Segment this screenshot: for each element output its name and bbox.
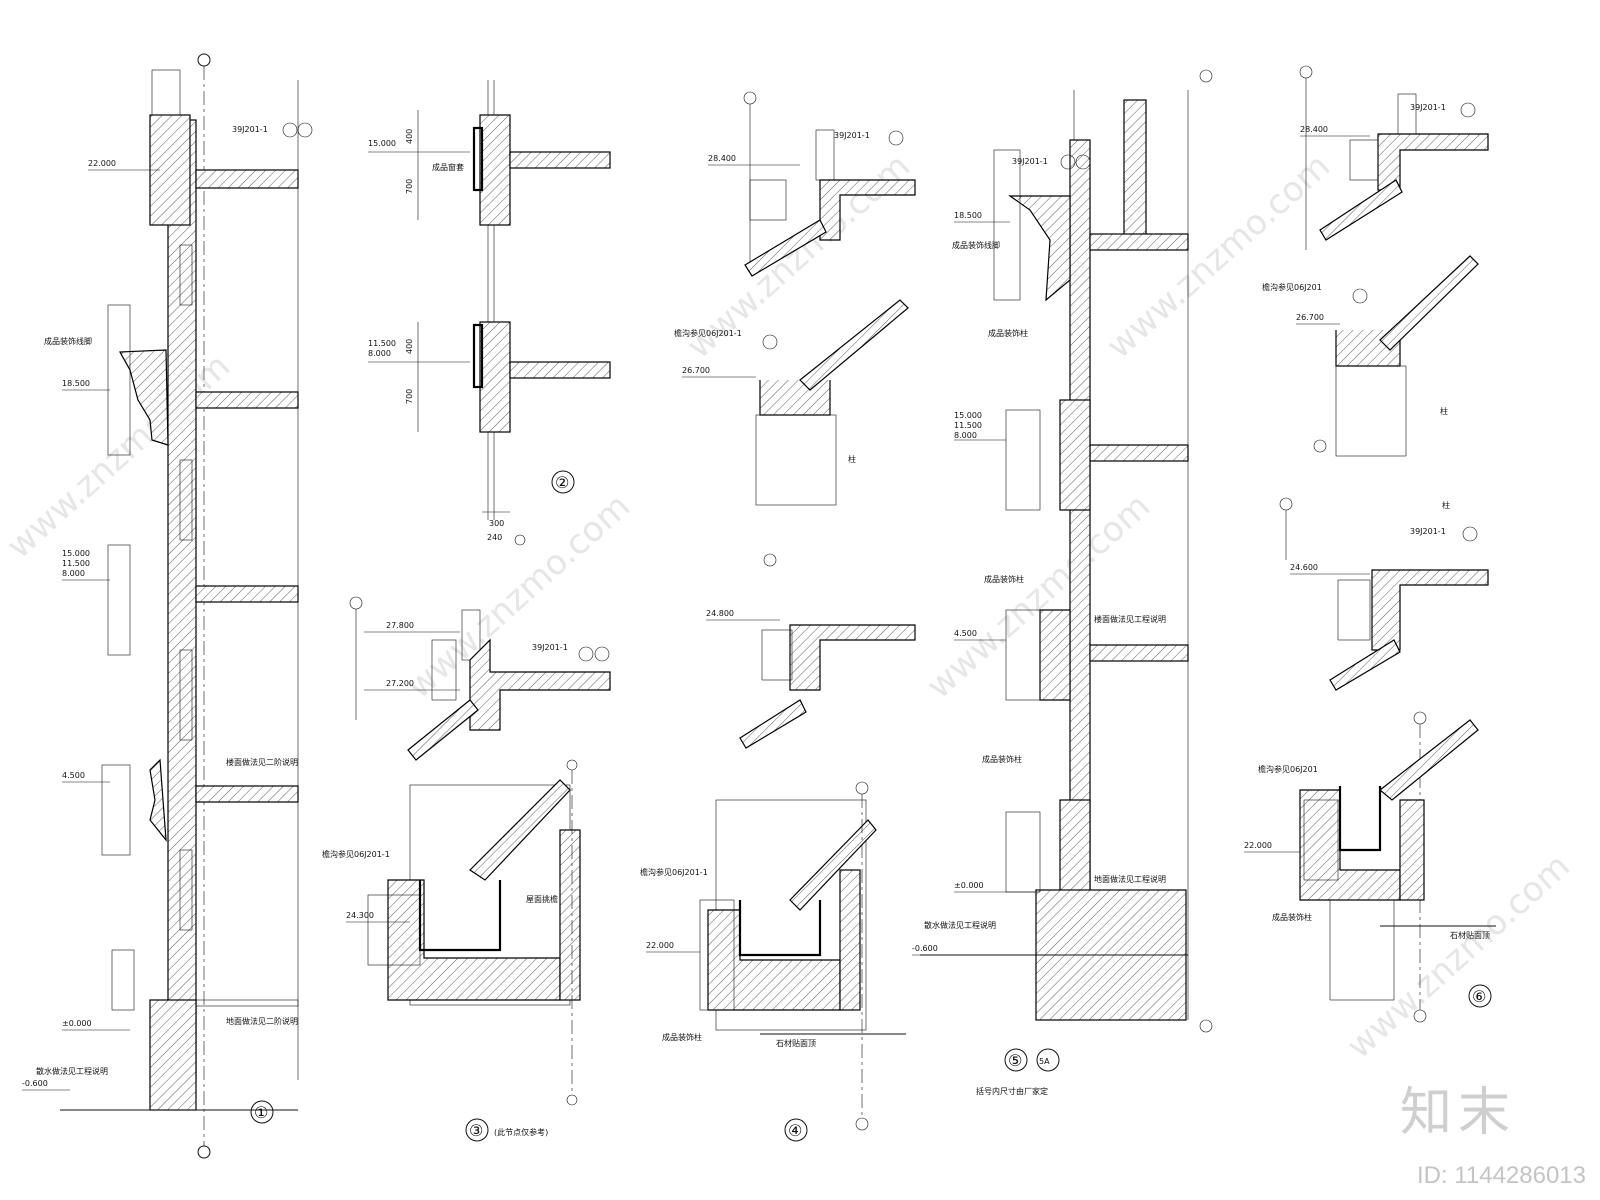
elevation-label: 24.800 — [706, 609, 734, 618]
note-column: 成品装饰柱 — [982, 754, 1022, 764]
detail-6: 28.400 39J201-1 26.700 檐沟参见06J201 柱 24.6… — [1244, 65, 1496, 1023]
detail-5: 18.500 15.000 11.500 8.000 4.500 ±0.000 … — [912, 69, 1213, 1096]
note-stone: 石材贴面顶 — [1450, 930, 1490, 940]
svg-text:www.znzmo.com: www.znzmo.com — [919, 486, 1158, 707]
note-floor: 楼面做法见二阶说明 — [226, 757, 298, 767]
note-column: 成品装饰柱 — [984, 574, 1024, 584]
elevation-label: 26.700 — [1296, 313, 1324, 322]
elevation-label: 26.700 — [682, 366, 710, 375]
elevation-label: 11.500 — [954, 421, 982, 430]
note-moulding: 成品装饰线脚 — [44, 336, 92, 346]
note-column-deco: 成品装饰柱 — [662, 1032, 702, 1042]
elevation-label: 4.500 — [62, 771, 85, 780]
note-stone: 石材贴面顶 — [776, 1038, 816, 1048]
detail-4: 28.400 39J201-1 26.700 檐沟参见06J201-1 柱 24… — [640, 91, 916, 1142]
ref-code: 39J201-1 — [232, 125, 268, 134]
note-gutter: 檐沟参见06J201-1 — [674, 328, 742, 338]
watermark-layer: www.znzmo.com www.znzmo.com www.znzmo.co… — [0, 146, 1578, 1067]
detail-marker-4: ④ — [788, 1121, 802, 1140]
note-reference-only: (此节点仅参考) — [494, 1127, 548, 1137]
note-gutter: 檐沟参见06J201 — [1262, 282, 1322, 292]
elevation-label: 11.500 — [62, 559, 90, 568]
note-ground: 地面做法见二阶说明 — [226, 1016, 298, 1026]
detail-marker-6: ⑥ — [1472, 987, 1486, 1006]
note-floor: 楼面做法见工程说明 — [1094, 614, 1166, 624]
detail-marker-1: ① — [254, 1103, 268, 1122]
elevation-label: 22.000 — [646, 941, 674, 950]
detail-marker-3: ③ — [469, 1121, 483, 1140]
elevation-label: 27.800 — [386, 621, 414, 630]
note-eave: 屋面挑檐 — [526, 894, 558, 904]
detail-3: 27.800 27.200 39J201-1 24.300 檐沟参见06J201… — [322, 596, 611, 1142]
note-moulding: 成品装饰线脚 — [952, 240, 1000, 250]
elevation-label: 8.000 — [368, 349, 391, 358]
note-column-deco: 成品装饰柱 — [1272, 912, 1312, 922]
elevation-label: 18.500 — [954, 211, 982, 220]
note-column: 柱 — [1440, 406, 1448, 416]
dim: 700 — [405, 389, 414, 404]
dim: 400 — [405, 339, 414, 354]
elevation-label: -0.600 — [22, 1079, 48, 1088]
elevation-label: ±0.000 — [62, 1019, 92, 1028]
elevation-label: 8.000 — [954, 431, 977, 440]
note-dimensions: 括号内尺寸由厂家定 — [976, 1086, 1048, 1096]
dim: 700 — [405, 179, 414, 194]
detail-marker-5: ⑤ — [1008, 1051, 1022, 1070]
note-ground: 地面做法见工程说明 — [1094, 874, 1166, 884]
note-gutter: 檐沟参见06J201 — [1258, 764, 1318, 774]
elevation-label: 11.500 — [368, 339, 396, 348]
elevation-label: 28.400 — [1300, 125, 1328, 134]
brand-logo: 知末 — [1400, 1083, 1517, 1143]
note-column: 成品装饰柱 — [988, 328, 1028, 338]
ref-code: 39J201-1 — [1410, 103, 1446, 112]
ref-code: 39J201-1 — [834, 131, 870, 140]
ref-code: 39J201-1 — [1012, 157, 1048, 166]
dim: 300 — [489, 519, 504, 528]
ref-code: 39J201-1 — [1410, 527, 1446, 536]
elevation-label: 27.200 — [386, 679, 414, 688]
elevation-label: 8.000 — [62, 569, 85, 578]
note-column: 柱 — [1442, 500, 1450, 510]
elevation-label: 4.500 — [954, 629, 977, 638]
elevation-label: 24.600 — [1290, 563, 1318, 572]
detail-1: 22.000 18.500 15.000 11.500 8.000 4.500 … — [22, 53, 313, 1159]
elevation-label: -0.600 — [912, 944, 938, 953]
elevation-label: 18.500 — [62, 379, 90, 388]
dim: 400 — [405, 129, 414, 144]
detail-marker-5a: 5A — [1039, 1057, 1050, 1066]
elevation-label: 28.400 — [708, 154, 736, 163]
note-window-trim: 成品窗套 — [432, 162, 464, 172]
note-gutter: 檐沟参见06J201-1 — [640, 867, 708, 877]
elevation-label: 15.000 — [368, 139, 396, 148]
detail-2: 400 700 400 700 300 240 15.000 11.500 8.… — [368, 80, 611, 546]
elevation-label: 24.300 — [346, 911, 374, 920]
image-id-label: ID: 1144286013 — [1416, 1162, 1586, 1189]
elevation-label: 22.000 — [88, 159, 116, 168]
note-apron: 散水做法见工程说明 — [36, 1066, 108, 1076]
svg-text:www.znzmo.com: www.znzmo.com — [0, 346, 238, 567]
detail-marker-2: ② — [555, 473, 569, 492]
note-gutter: 檐沟参见06J201-1 — [322, 849, 390, 859]
note-column: 柱 — [848, 454, 856, 464]
dim: 240 — [487, 533, 502, 542]
elevation-label: ±0.000 — [954, 881, 984, 890]
ref-code: 39J201-1 — [532, 643, 568, 652]
note-apron: 散水做法见工程说明 — [924, 920, 996, 930]
elevation-label: 15.000 — [954, 411, 982, 420]
elevation-label: 15.000 — [62, 549, 90, 558]
elevation-label: 22.000 — [1244, 841, 1272, 850]
